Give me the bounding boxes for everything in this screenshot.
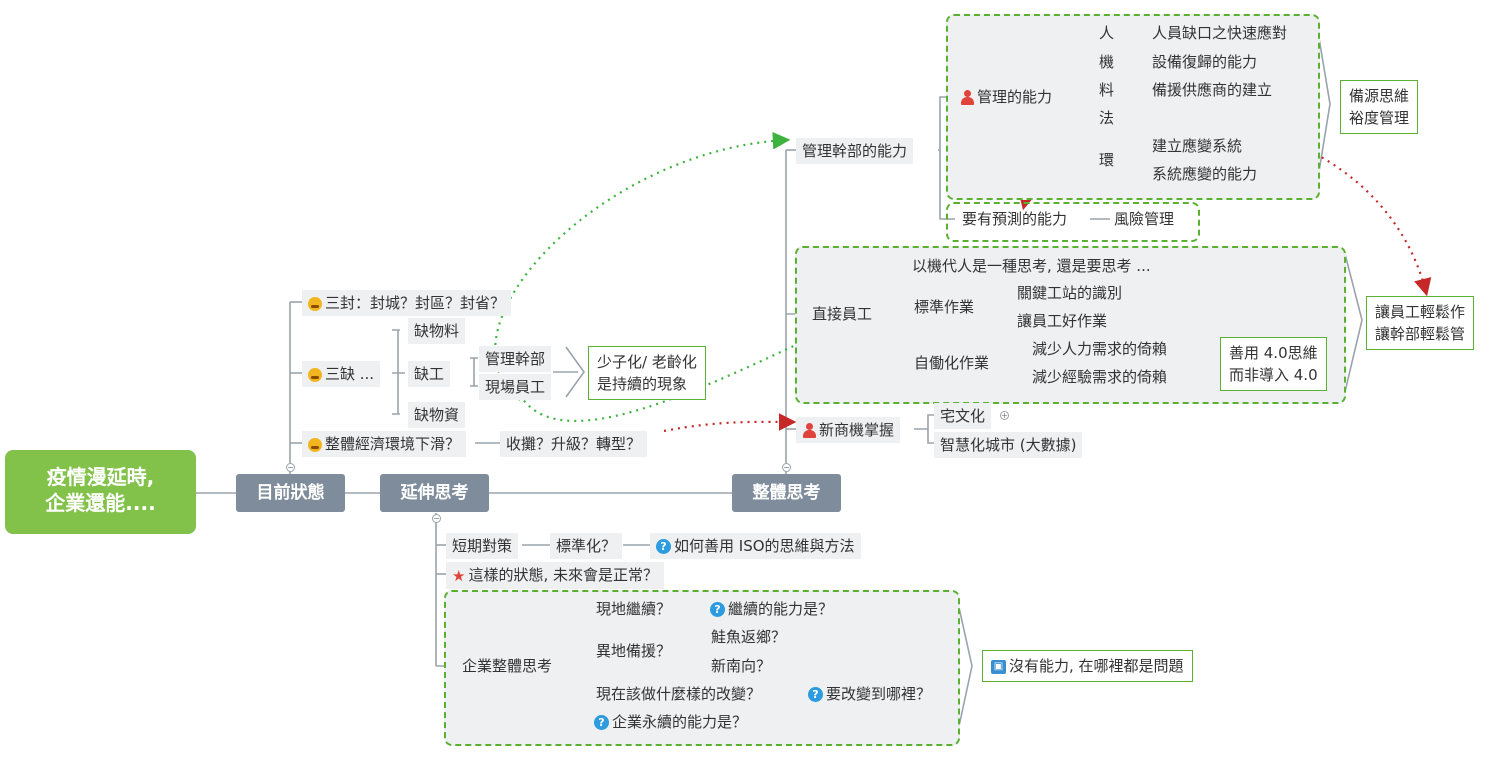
people-topic[interactable]: 人 (1099, 24, 1115, 42)
root-topic[interactable]: 疫情漫延時, 企業還能.... (5, 450, 196, 534)
continue-ability-topic[interactable]: ?繼續的能力是？ (710, 599, 833, 619)
standard-work-topic[interactable]: 標準作業 (914, 298, 975, 316)
what-change-topic[interactable]: 現在該做什麼樣的改變？ (596, 685, 762, 703)
no-ability-callout[interactable]: ▣沒有能力, 在哪裡都是問題 (982, 650, 1193, 682)
root-line-2: 企業還能.... (45, 491, 156, 515)
person-icon (802, 423, 816, 438)
is-normal-topic[interactable]: ★這樣的狀態, 未來會是正常？ (446, 562, 664, 589)
easy-line-2: 讓幹部輕鬆管 (1375, 325, 1466, 343)
salmon-topic[interactable]: 鮭魚返鄉？ (711, 628, 787, 646)
is-normal-label: 這樣的狀態, 未來會是正常？ (468, 566, 658, 584)
lack-material-topic[interactable]: 缺物料 (408, 318, 466, 344)
environment-topic[interactable]: 環 (1099, 151, 1115, 169)
question-icon: ? (808, 687, 823, 702)
management-staff-topic[interactable]: 管理幹部 (479, 346, 552, 372)
method-topic[interactable]: 法 (1099, 109, 1115, 127)
reduce-labor-topic[interactable]: 減少人力需求的倚賴 (1032, 340, 1168, 358)
industry-line-2: 而非導入 4.0 (1229, 366, 1318, 384)
backup-callout[interactable]: 備源思維 裕度管理 (1340, 80, 1419, 134)
iso-label: 如何善用 ISO的思維與方法 (674, 537, 855, 555)
star-icon: ★ (452, 566, 466, 585)
three-lack-topic[interactable]: 三缺 ... (302, 361, 381, 387)
new-south-topic[interactable]: 新南向？ (711, 657, 772, 675)
person-icon (960, 90, 974, 105)
key-station-topic[interactable]: 關鍵工站的識別 (1017, 284, 1123, 302)
expand-toggle[interactable]: + (1000, 411, 1009, 420)
risk-management-topic[interactable]: 風險管理 (1114, 210, 1175, 228)
new-business-label: 新商機掌握 (819, 421, 895, 439)
industry-4-callout[interactable]: 善用 4.0思維 而非導入 4.0 (1220, 337, 1327, 391)
backup-line-2: 裕度管理 (1349, 109, 1410, 127)
material-detail-topic[interactable]: 備援供應商的建立 (1152, 81, 1273, 99)
lack-supplies-topic[interactable]: 缺物資 (408, 402, 466, 428)
field-staff-topic[interactable]: 現場員工 (479, 374, 552, 400)
question-icon: ? (594, 715, 609, 730)
prediction-topic[interactable]: 要有預測的能力 (962, 210, 1068, 228)
direct-staff-topic[interactable]: 直接員工 (812, 305, 873, 323)
industry-line-1: 善用 4.0思維 (1229, 344, 1318, 362)
easy-callout[interactable]: 讓員工輕鬆作 讓幹部輕鬆管 (1366, 296, 1475, 350)
collapse-toggle[interactable]: − (782, 463, 791, 472)
enterprise-topic[interactable]: 企業整體思考 (462, 657, 553, 675)
management-ability-topic[interactable]: 管理的能力 (960, 87, 1052, 107)
automation-topic[interactable]: 自働化作業 (914, 354, 990, 372)
board-icon: ▣ (991, 659, 1006, 674)
trend-line-2: 是持續的現象 (597, 375, 688, 393)
good-work-topic[interactable]: 讓員工好作業 (1017, 312, 1108, 330)
stay-home-topic[interactable]: 宅文化 (934, 403, 992, 429)
offsite-backup-topic[interactable]: 異地備援？ (596, 642, 672, 660)
crying-face-icon (308, 367, 322, 382)
crying-face-icon (308, 437, 322, 452)
material-topic[interactable]: 料 (1099, 81, 1115, 99)
people-detail-topic[interactable]: 人員缺口之快速應對 (1152, 24, 1288, 42)
robot-topic[interactable]: 以機代人是一種思考, 還是要思考 ... (912, 257, 1151, 275)
continue-ability-label: 繼續的能力是？ (728, 600, 834, 618)
enterprise-thinking-group (444, 590, 960, 746)
economy-label: 整體經濟環境下滑？ (325, 435, 461, 453)
backup-line-1: 備源思維 (1349, 87, 1410, 105)
management-ability-group (946, 14, 1320, 200)
category-extended-thinking[interactable]: 延伸思考 (380, 474, 489, 512)
three-lack-label: 三缺 ... (325, 365, 375, 383)
collapse-toggle[interactable]: − (432, 514, 441, 523)
environment-detail-2-topic[interactable]: 系統應變的能力 (1152, 165, 1258, 183)
sustain-label: 企業永續的能力是？ (612, 713, 748, 731)
three-seal-topic[interactable]: 三封：封城？封區？封省？ (302, 290, 512, 316)
management-cadre-ability-topic[interactable]: 管理幹部的能力 (796, 138, 914, 164)
question-icon: ? (656, 539, 671, 554)
sustain-topic[interactable]: ?企業永續的能力是？ (594, 712, 747, 732)
three-seal-label: 三封：封城？封區？封省？ (325, 294, 506, 312)
trend-line-1: 少子化/ 老齡化 (597, 353, 697, 371)
easy-line-1: 讓員工輕鬆作 (1375, 303, 1466, 321)
economy-options-topic[interactable]: 收攤？升級？轉型？ (500, 431, 648, 457)
machine-topic[interactable]: 機 (1099, 53, 1115, 71)
new-business-topic[interactable]: 新商機掌握 (796, 417, 901, 443)
change-where-label: 要改變到哪裡？ (826, 685, 932, 703)
iso-topic[interactable]: ?如何善用 ISO的思維與方法 (650, 533, 861, 559)
smart-city-topic[interactable]: 智慧化城市 (大數據) (934, 432, 1083, 458)
short-term-topic[interactable]: 短期對策 (446, 533, 519, 559)
category-current-status[interactable]: 目前狀態 (236, 474, 345, 512)
crying-face-icon (308, 296, 322, 311)
environment-detail-1-topic[interactable]: 建立應變系統 (1152, 137, 1243, 155)
management-ability-label: 管理的能力 (977, 88, 1053, 106)
category-overall-thinking[interactable]: 整體思考 (732, 474, 841, 512)
standardize-topic[interactable]: 標準化？ (550, 533, 623, 559)
no-ability-label: 沒有能力, 在哪裡都是問題 (1009, 657, 1184, 675)
economy-topic[interactable]: 整體經濟環境下滑？ (302, 431, 467, 457)
question-icon: ? (710, 602, 725, 617)
machine-detail-topic[interactable]: 設備復歸的能力 (1152, 53, 1258, 71)
root-line-1: 疫情漫延時, (46, 465, 155, 489)
reduce-experience-topic[interactable]: 減少經驗需求的倚賴 (1032, 368, 1168, 386)
trend-callout[interactable]: 少子化/ 老齡化 是持續的現象 (588, 346, 706, 400)
prediction-group (946, 202, 1200, 242)
collapse-toggle[interactable]: − (286, 463, 295, 472)
change-where-topic[interactable]: ?要改變到哪裡？ (808, 684, 931, 704)
local-continue-topic[interactable]: 現地繼續？ (596, 600, 672, 618)
lack-labor-topic[interactable]: 缺工 (408, 361, 451, 387)
